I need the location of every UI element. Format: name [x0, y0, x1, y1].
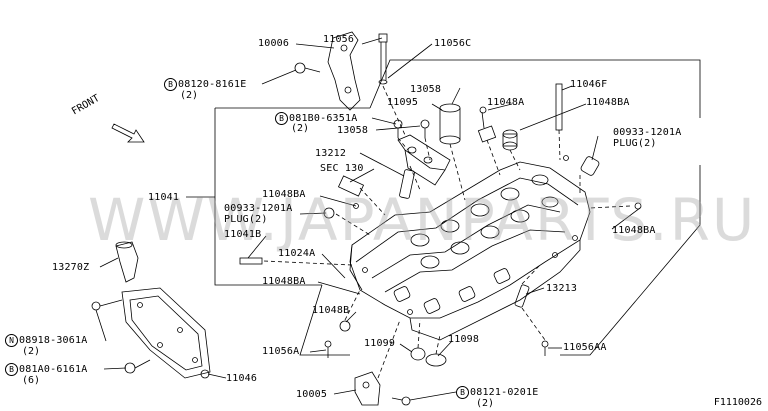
part-11041b [239, 257, 263, 265]
n-symbol: N [5, 334, 18, 347]
label-10005[interactable]: 10005 [296, 389, 328, 400]
part-11046f-pin [555, 83, 563, 131]
label-13212[interactable]: 13212 [315, 148, 347, 159]
label-11046f[interactable]: 11046F [570, 79, 608, 90]
label-11048ba-lowright[interactable]: 11048BA [612, 225, 656, 236]
label-11048ba-left[interactable]: 11048BA [262, 189, 306, 200]
leader-lines [95, 37, 641, 401]
label-081b0-6351a[interactable]: 081B0-6351A [289, 113, 358, 124]
bolt-081a0 [124, 359, 151, 374]
label-13058-a[interactable]: 13058 [410, 84, 442, 95]
label-08918-3061a[interactable]: 08918-3061A [19, 335, 88, 346]
label-13058-b[interactable]: 13058 [337, 125, 369, 136]
cylinder-head-body [349, 161, 591, 341]
part-11048b [339, 320, 351, 332]
label-11048ba-right[interactable]: 11048BA [586, 97, 630, 108]
label-11056a[interactable]: 11056A [262, 346, 300, 357]
label-00933-right[interactable]: 00933-1201A [613, 127, 682, 138]
qty-08120: (2) [180, 90, 199, 101]
label-13270z[interactable]: 13270Z [52, 262, 90, 273]
figure-id: F1110026 [713, 397, 762, 408]
part-11048ba-ring [502, 129, 518, 151]
label-11098[interactable]: 11098 [448, 334, 480, 345]
label-11024a[interactable]: 11024A [278, 248, 316, 259]
label-plug-right[interactable]: PLUG(2) [613, 138, 657, 149]
part-11056-bolt [378, 33, 388, 85]
label-13213[interactable]: 13213 [546, 283, 578, 294]
part-11095-cylinder [439, 103, 461, 145]
part-10005-bracket [354, 371, 381, 406]
label-11048a[interactable]: 11048A [487, 97, 525, 108]
projection-lines [263, 85, 631, 379]
label-11041b[interactable]: 11041B [224, 229, 262, 240]
qty-08121: (2) [476, 398, 495, 409]
label-sec130[interactable]: SEC 130 [320, 163, 364, 174]
part-11048a [477, 106, 497, 143]
part-left-sleeve [323, 175, 365, 219]
label-08121-0201e[interactable]: 08121-0201E [470, 387, 539, 398]
part-11046-cover [121, 287, 211, 379]
label-10006[interactable]: 10006 [258, 38, 290, 49]
label-11048b[interactable]: 11048B [312, 305, 350, 316]
label-11041[interactable]: 11041 [148, 192, 180, 203]
qty-081b0: (2) [291, 123, 310, 134]
label-11056aa[interactable]: 11056AA [563, 342, 607, 353]
label-plug-left[interactable]: PLUG(2) [224, 214, 268, 225]
b-symbol: B [164, 78, 177, 91]
label-11056-top[interactable]: 11056 [323, 34, 355, 45]
label-081a0-6161a[interactable]: 081A0-6161A [19, 364, 88, 375]
label-11095[interactable]: 11095 [387, 97, 419, 108]
valve-train-strip [397, 134, 451, 186]
reference-frame [186, 59, 701, 356]
label-11046[interactable]: 11046 [226, 373, 258, 384]
bolt-n08918 [91, 299, 123, 311]
part-10006-bracket [327, 31, 361, 111]
part-11099-seal [410, 347, 426, 361]
label-08120-8161e[interactable]: 08120-8161E [178, 79, 247, 90]
part-13270z [115, 241, 139, 283]
bolt-08120 [294, 62, 321, 74]
bolt-08121 [391, 396, 411, 406]
part-13213-sensor [514, 284, 530, 308]
b-symbol: B [5, 363, 18, 376]
front-arrow-icon [111, 123, 145, 143]
qty-08918: (2) [22, 346, 41, 357]
label-11099[interactable]: 11099 [364, 338, 396, 349]
part-13212-sensor [399, 169, 415, 199]
b-symbol: B [456, 386, 469, 399]
b-symbol: B [275, 112, 288, 125]
label-11048ba-low[interactable]: 11048BA [262, 276, 306, 287]
bolt-081b0 [393, 119, 403, 138]
part-11098-ring [425, 353, 447, 367]
part-11056aa-bolt [541, 340, 549, 356]
bolt-13058b [420, 119, 430, 138]
label-00933-left[interactable]: 00933-1201A [224, 203, 293, 214]
part-11056a-bolt [324, 340, 332, 358]
qty-081a0: (6) [22, 375, 41, 386]
label-11056c[interactable]: 11056C [434, 38, 472, 49]
small-plug-right [563, 155, 642, 210]
part-plug-right [580, 156, 600, 176]
